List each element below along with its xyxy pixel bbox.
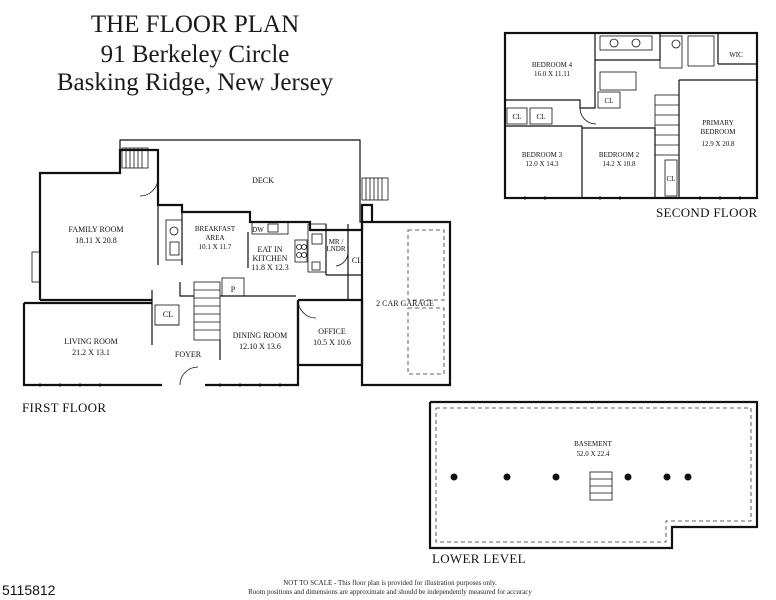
- plan-title: THE FLOOR PLAN: [90, 11, 300, 38]
- first-floor-caption: FIRST FLOOR: [22, 400, 107, 415]
- bedroom3-dims: 12.0 X 14.3: [525, 160, 559, 168]
- family-room-name: FAMILY ROOM: [69, 225, 124, 234]
- primary-dims: 12.9 X 20.8: [701, 140, 735, 148]
- primary-name-1: PRIMARY: [702, 119, 734, 127]
- wic-label: WIC: [729, 51, 743, 59]
- basement-name: BASEMENT: [574, 440, 612, 448]
- deck-label: DECK: [252, 176, 274, 185]
- hall-closet: CL: [605, 97, 614, 105]
- bedroom3-name: BEDROOM 3: [522, 151, 563, 159]
- bedroom4-name: BEDROOM 4: [532, 61, 573, 69]
- foyer-label: FOYER: [175, 350, 202, 359]
- foyer-closet-label: CL: [163, 310, 173, 319]
- dining-room-dims: 12.10 X 13.6: [239, 342, 281, 351]
- dining-room-name: DINING ROOM: [233, 331, 287, 340]
- living-room-name: LIVING ROOM: [64, 337, 118, 346]
- second-floor-caption: SECOND FLOOR: [656, 205, 758, 220]
- lower-level-caption: LOWER LEVEL: [432, 551, 526, 566]
- kitchen-name-2: KITCHEN: [252, 254, 287, 263]
- breakfast-dims: 10.1 X 11.7: [199, 243, 232, 251]
- pantry-label: P: [231, 285, 236, 294]
- plan-address-town: Basking Ridge, New Jersey: [56, 69, 334, 96]
- kitchen-name-1: EAT IN: [258, 245, 283, 254]
- dishwasher-label: DW: [252, 226, 264, 234]
- bedroom4-dims: 16.0 X 11.11: [534, 70, 571, 78]
- second-floor-plan: [503, 31, 759, 200]
- laundry-name-2: LNDR: [326, 245, 345, 253]
- breakfast-name-1: BREAKFAST: [195, 225, 236, 233]
- disclaimer-line-2: Room positions and dimensions are approx…: [248, 588, 532, 596]
- bedroom2-closet: CL: [667, 175, 676, 183]
- living-room-dims: 21.2 X 13.1: [72, 348, 110, 357]
- family-room-dims: 18.11 X 20.8: [75, 236, 116, 245]
- bedroom2-name: BEDROOM 2: [599, 151, 640, 159]
- first-floor-plan: [22, 139, 452, 387]
- disclaimer-line-1: NOT TO SCALE - This floor plan is provid…: [283, 579, 497, 587]
- office-name: OFFICE: [318, 327, 346, 336]
- laundry-closet-label: CL: [352, 256, 362, 265]
- basement-dims: 52.0 X 22.4: [576, 450, 610, 458]
- plan-address-street: 91 Berkeley Circle: [100, 41, 290, 68]
- bedroom2-dims: 14.2 X 10.8: [602, 160, 636, 168]
- office-dims: 10.5 X 10.6: [313, 338, 351, 347]
- laundry-name-1: MR /: [329, 238, 344, 246]
- primary-name-2: BEDROOM: [700, 128, 736, 136]
- bedroom3-closet: CL: [537, 113, 546, 121]
- kitchen-dims: 11.8 X 12.3: [251, 263, 288, 272]
- lower-level-plan: [428, 400, 759, 550]
- bedroom4-closet-a: CL: [513, 113, 522, 121]
- breakfast-name-2: AREA: [205, 234, 224, 242]
- listing-number: 5115812: [2, 582, 56, 598]
- garage-label: 2 CAR GARAGE: [376, 299, 434, 308]
